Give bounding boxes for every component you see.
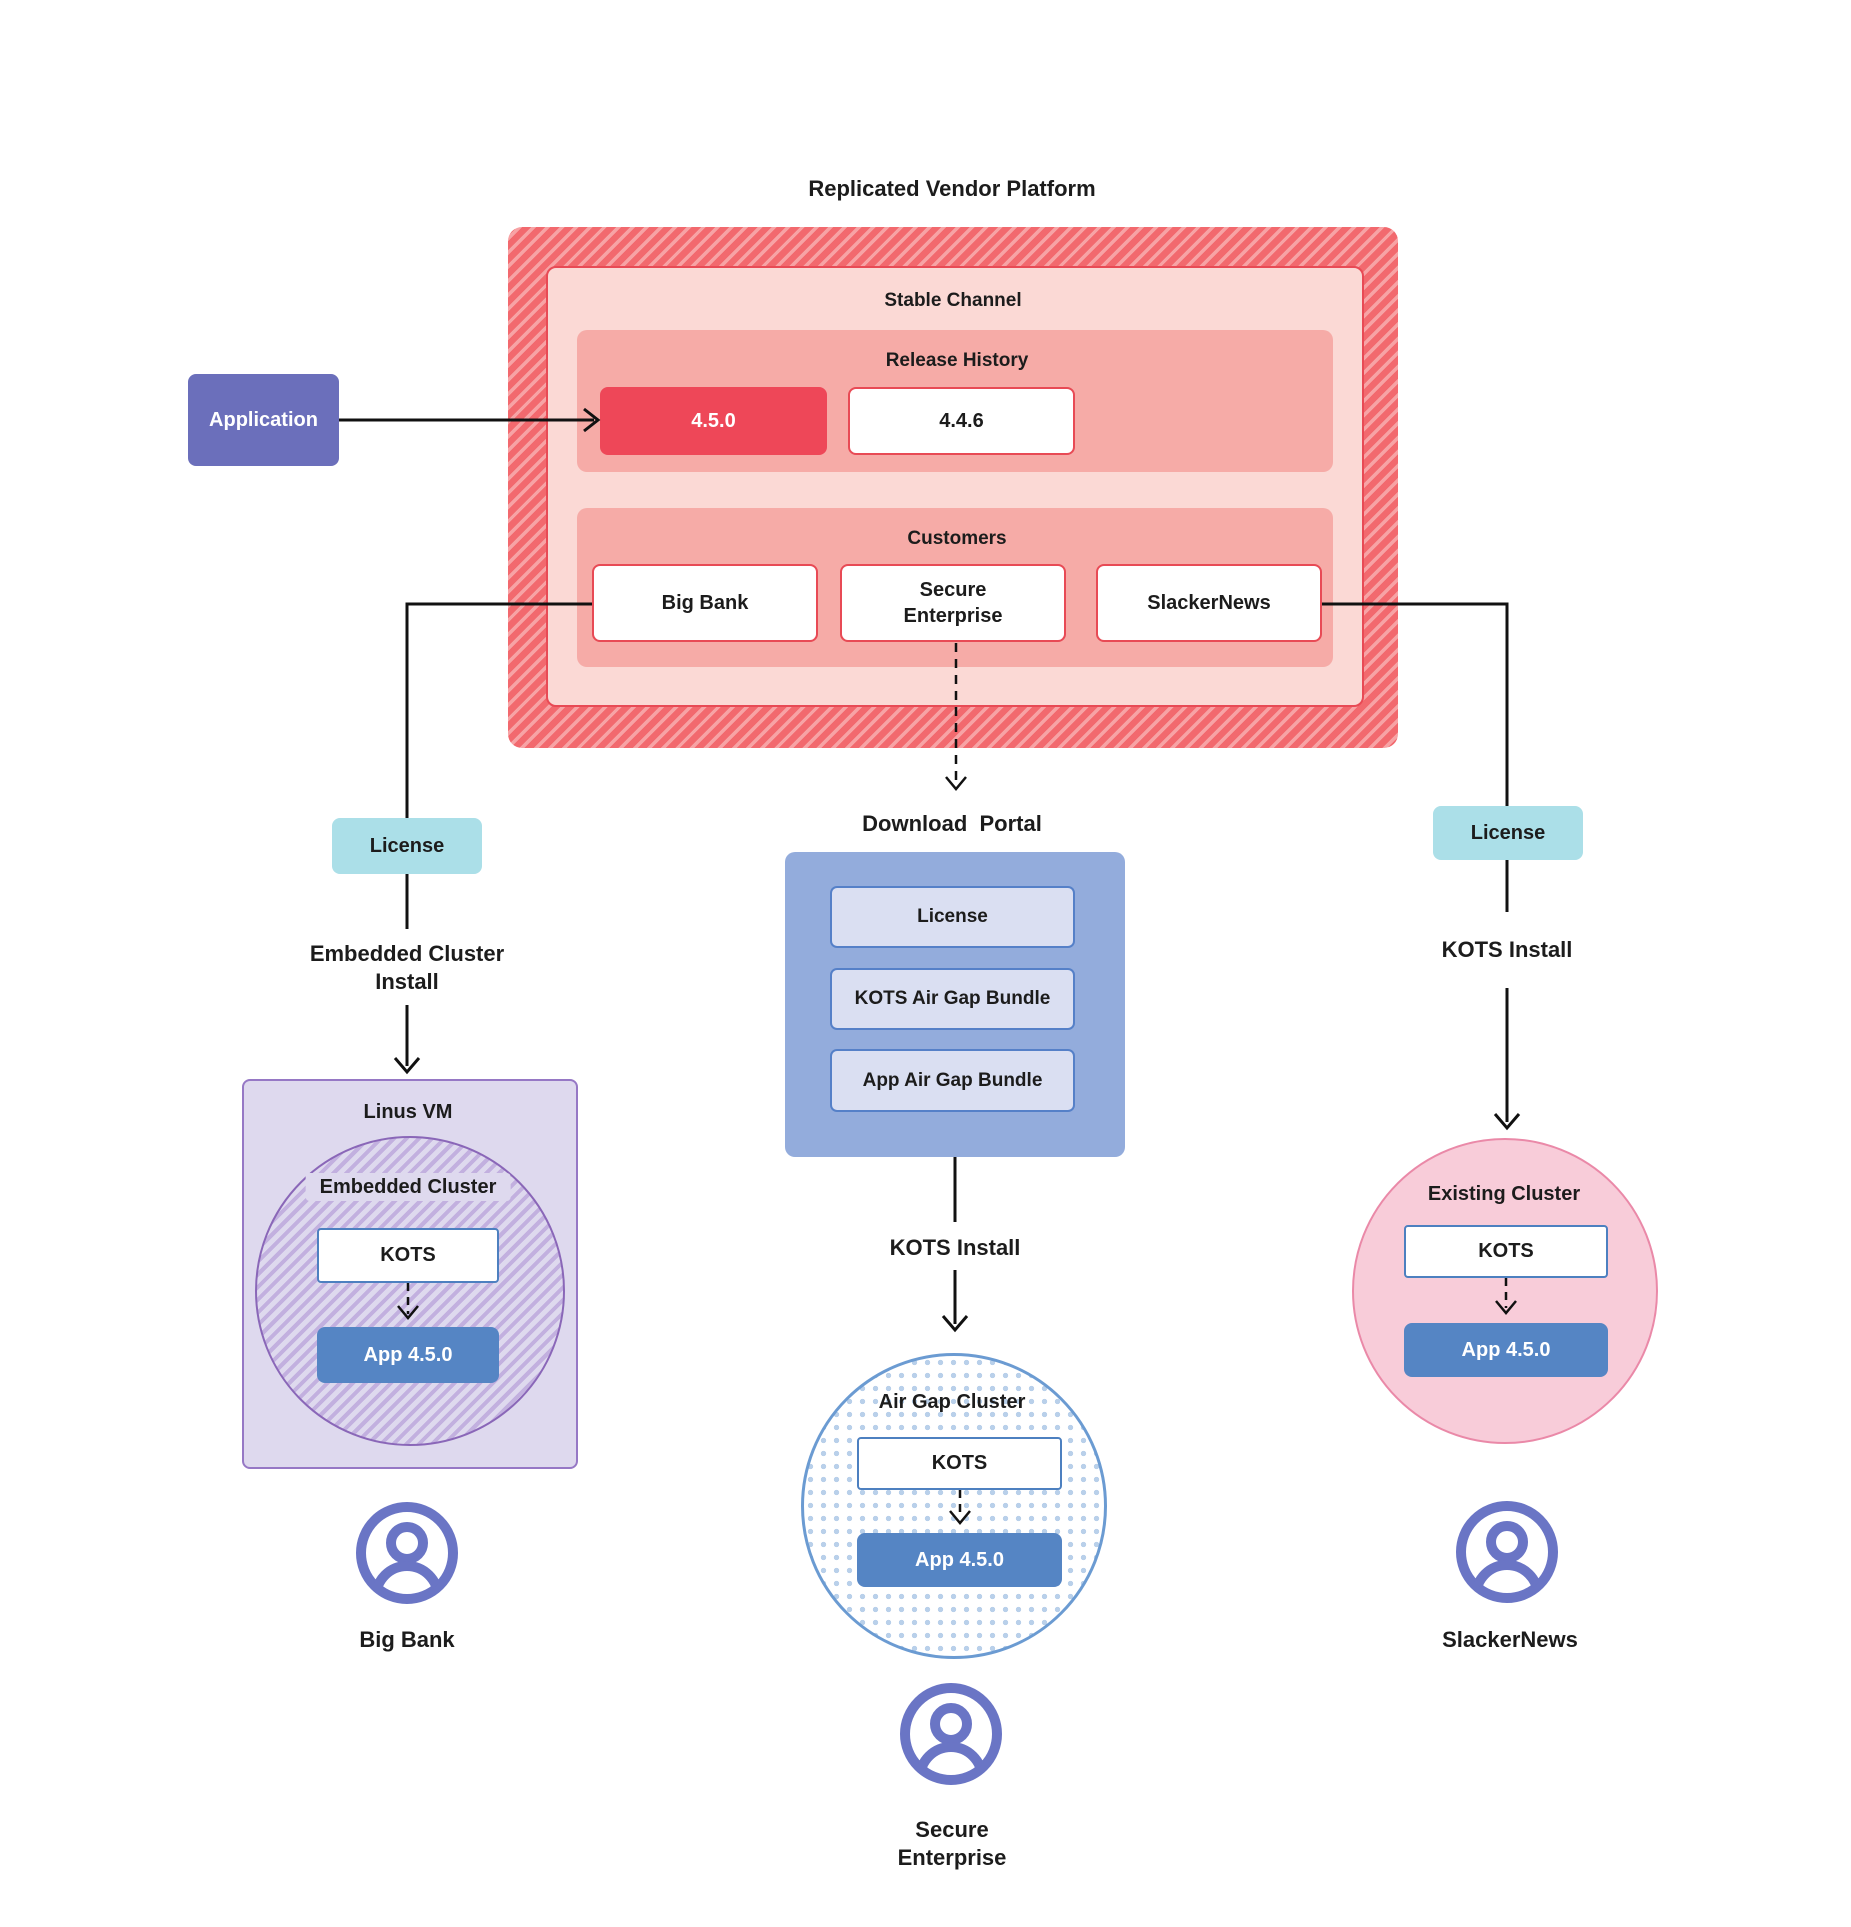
- diagram-title: Replicated Vendor Platform: [808, 176, 1096, 201]
- install-arrowhead-left: [393, 1057, 421, 1075]
- linus-vm-label: Linus VM: [363, 1101, 453, 1123]
- customer-big-bank-node: Big Bank: [592, 564, 818, 642]
- install-arrowhead-right: [1493, 1113, 1521, 1131]
- right-kots-install-label: KOTS Install: [1441, 937, 1573, 962]
- release-history-label: Release History: [885, 350, 1029, 371]
- release-450-node: 4.5.0: [600, 387, 827, 455]
- slackernews-user-label: SlackerNews: [1442, 1627, 1578, 1652]
- big-bank-user-icon: [356, 1502, 458, 1604]
- left-app-node: App 4.5.0: [317, 1327, 499, 1383]
- customers-label: Customers: [907, 528, 1007, 549]
- big-bank-user-label: Big Bank: [359, 1627, 455, 1652]
- secure-to-portal-arrowhead: [945, 776, 967, 791]
- left-kots-node: KOTS: [317, 1228, 499, 1283]
- portal-license-node: License: [830, 886, 1075, 948]
- secure-enterprise-user-icon: [900, 1683, 1002, 1785]
- right-kots-node: KOTS: [1404, 1225, 1608, 1278]
- install-arrowhead-middle: [941, 1315, 969, 1333]
- slackernews-user-icon: [1456, 1501, 1558, 1603]
- right-license-node: License: [1433, 806, 1583, 860]
- right-app-node: App 4.5.0: [1404, 1323, 1608, 1377]
- left-license-node: License: [332, 818, 482, 874]
- customer-slackernews-node: SlackerNews: [1096, 564, 1322, 642]
- portal-app-bundle-node: App Air Gap Bundle: [830, 1049, 1075, 1112]
- existing-cluster-label: Existing Cluster: [1427, 1183, 1581, 1205]
- middle-kots-node: KOTS: [857, 1437, 1062, 1490]
- air-gap-cluster-label: Air Gap Cluster: [878, 1391, 1026, 1413]
- air-gap-cluster-circle: [801, 1353, 1107, 1659]
- stable-channel-label: Stable Channel: [884, 290, 1022, 311]
- application-node: Application: [188, 374, 339, 466]
- middle-kots-install-label: KOTS Install: [889, 1235, 1021, 1260]
- embedded-cluster-label: Embedded Cluster: [305, 1173, 511, 1201]
- portal-kots-bundle-node: KOTS Air Gap Bundle: [830, 968, 1075, 1030]
- download-portal-label: Download Portal: [862, 811, 1042, 836]
- release-446-node: 4.4.6: [848, 387, 1075, 455]
- middle-app-node: App 4.5.0: [857, 1533, 1062, 1587]
